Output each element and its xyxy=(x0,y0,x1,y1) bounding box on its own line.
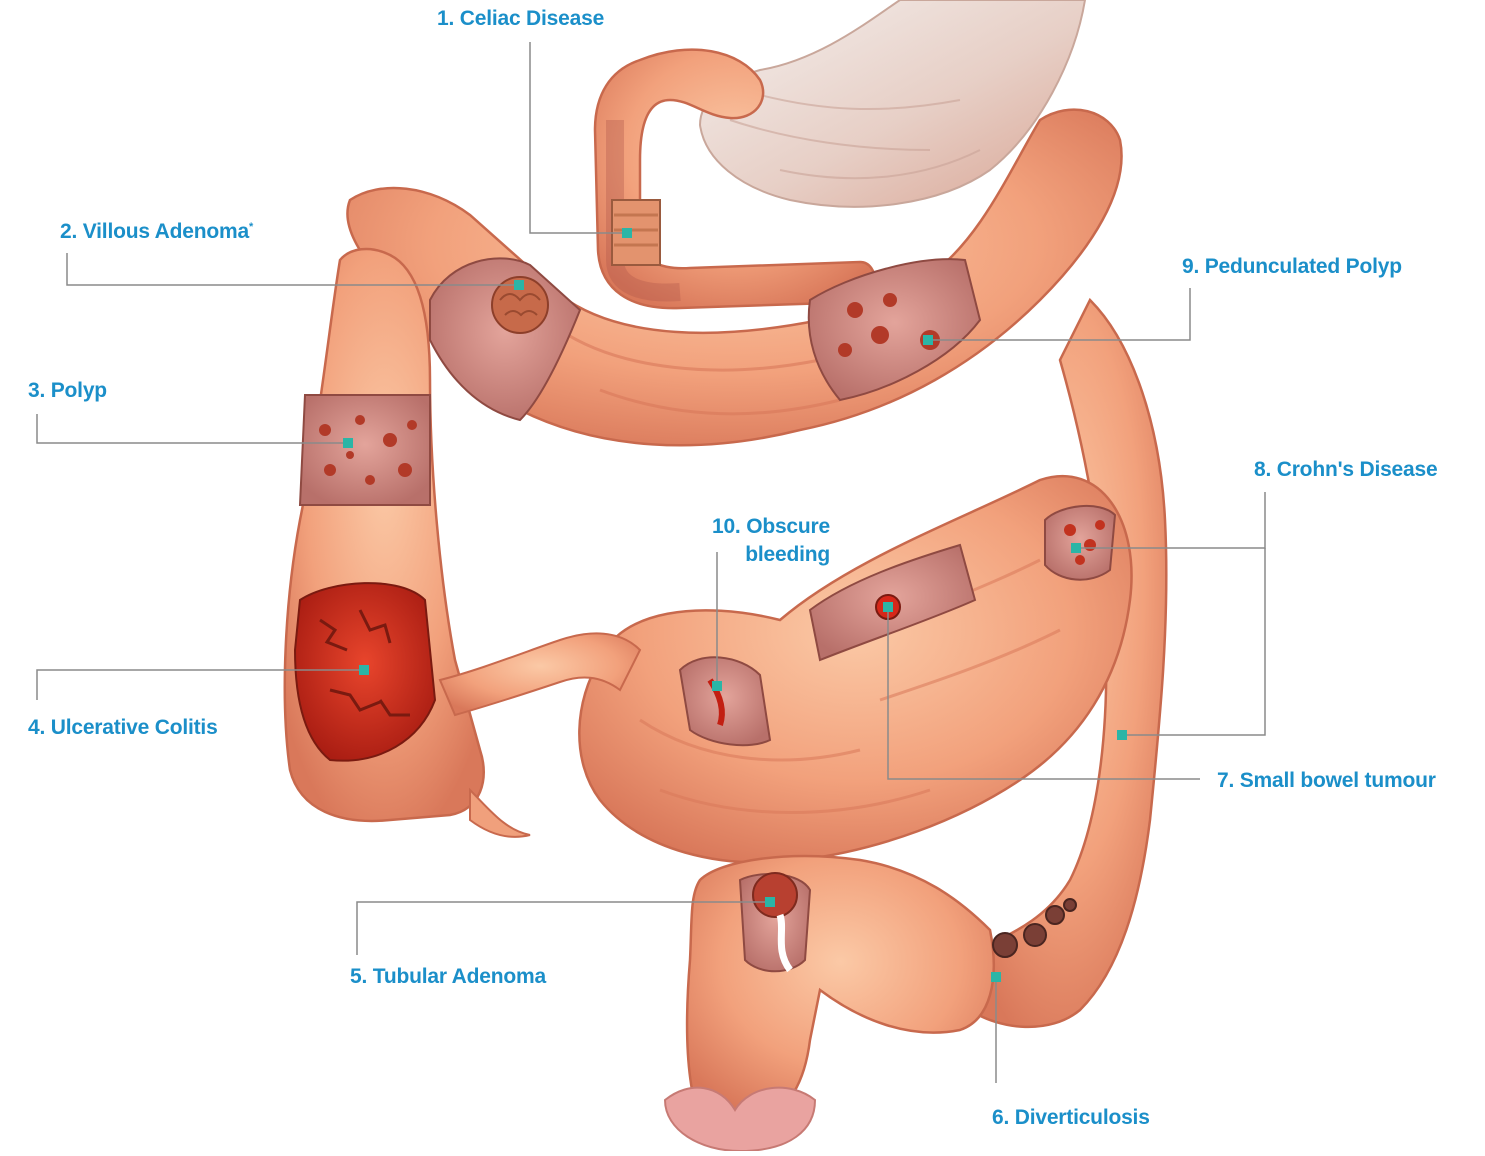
sigmoid-rectum xyxy=(665,856,994,1151)
marker-villous xyxy=(514,280,524,290)
label-obscure-bleeding: 10. Obscure bleeding xyxy=(698,513,830,569)
label-villous-adenoma-note: * xyxy=(249,221,253,233)
marker-polyp xyxy=(343,438,353,448)
label-ulcerative-colitis: 4. Ulcerative Colitis xyxy=(28,714,218,742)
tubular-adenoma-window xyxy=(740,873,810,971)
marker-colitis xyxy=(359,665,369,675)
label-celiac-disease: 1. Celiac Disease xyxy=(437,5,604,33)
label-diverticulosis: 6. Diverticulosis xyxy=(992,1104,1150,1132)
marker-celiac xyxy=(622,228,632,238)
label-villous-adenoma-text: 2. Villous Adenoma xyxy=(60,220,249,243)
label-polyp: 3. Polyp xyxy=(28,377,107,405)
label-obscure-line-2: bleeding xyxy=(698,541,830,569)
crohns-window xyxy=(1045,506,1115,580)
label-crohns-disease: 8. Crohn's Disease xyxy=(1254,456,1437,484)
label-small-bowel-tumour: 7. Small bowel tumour xyxy=(1217,767,1436,795)
polyp-window xyxy=(300,395,430,505)
marker-obscure xyxy=(712,681,722,691)
marker-diverticulosis xyxy=(991,972,1001,982)
label-tubular-adenoma: 5. Tubular Adenoma xyxy=(350,963,546,991)
label-villous-adenoma: 2. Villous Adenoma* xyxy=(60,218,253,246)
label-pedunculated-polyp: 9. Pedunculated Polyp xyxy=(1182,253,1402,281)
marker-pedunculated xyxy=(923,335,933,345)
marker-crohns-b xyxy=(1117,730,1127,740)
marker-crohns-a xyxy=(1071,543,1081,553)
marker-tubular xyxy=(765,897,775,907)
marker-tumour xyxy=(883,602,893,612)
label-obscure-line-1: 10. Obscure xyxy=(698,513,830,541)
leader-polyp xyxy=(37,414,348,443)
